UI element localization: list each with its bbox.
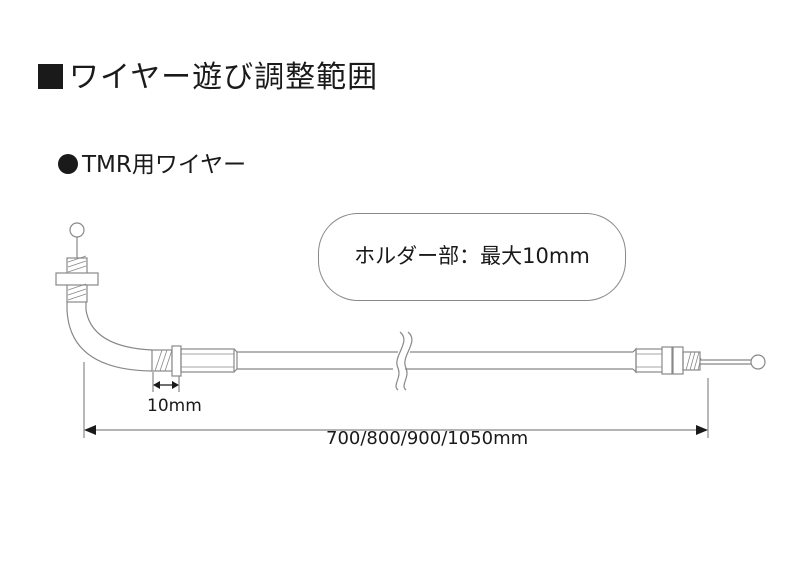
holder-callout-box: ホルダー部：最大10mm bbox=[318, 213, 626, 301]
adjust-range-label: 10mm bbox=[147, 396, 202, 416]
black-square-icon bbox=[38, 64, 63, 89]
left-adjuster bbox=[55, 255, 99, 303]
left-cable-end bbox=[69, 222, 85, 258]
right-cable-end bbox=[700, 354, 766, 370]
main-cable bbox=[237, 331, 633, 391]
adjust-range-dimension bbox=[152, 372, 180, 392]
bent-pipe bbox=[66, 302, 153, 372]
left-holder bbox=[151, 345, 238, 377]
section-subtitle-text: TMR用ワイヤー bbox=[82, 152, 247, 178]
total-length-dimension bbox=[83, 362, 709, 438]
page-title-text: ワイヤー遊び調整範囲 bbox=[69, 60, 379, 95]
holder-callout-text: ホルダー部：最大10mm bbox=[354, 244, 590, 268]
page-title: ワイヤー遊び調整範囲 bbox=[38, 58, 378, 98]
right-holder bbox=[632, 346, 702, 375]
black-circle-icon bbox=[58, 154, 78, 174]
section-subtitle: TMR用ワイヤー bbox=[58, 150, 246, 180]
total-length-label: 700/800/900/1050mm bbox=[326, 428, 529, 449]
